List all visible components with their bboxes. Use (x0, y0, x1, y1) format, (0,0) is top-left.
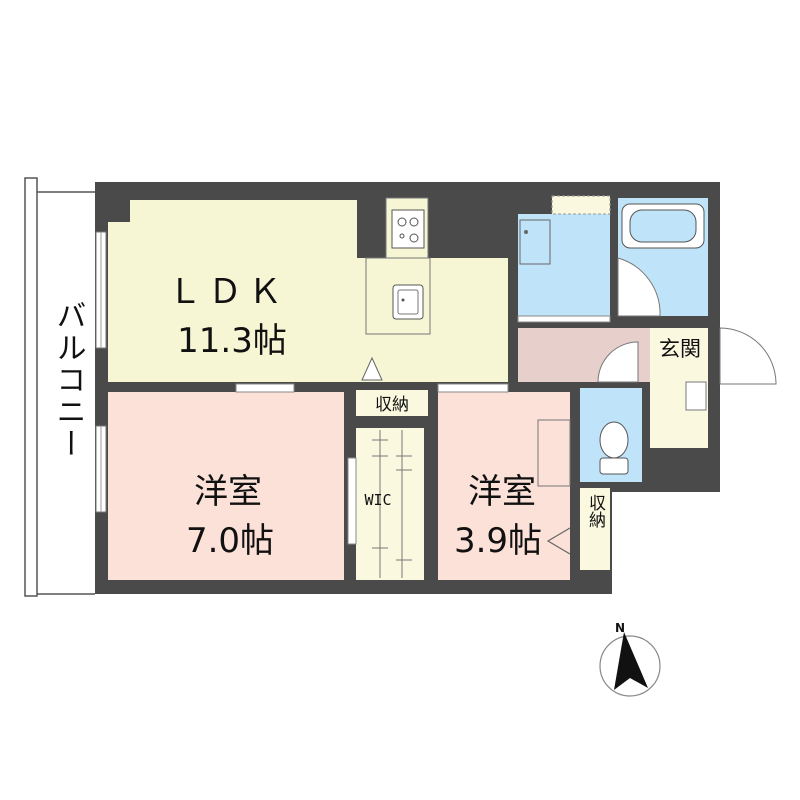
hallway (518, 328, 650, 383)
compass: N (599, 621, 661, 697)
entrance: 玄関 (650, 327, 777, 448)
western2-size: 3.9帖 (454, 521, 542, 561)
storage-1: 収納 (356, 390, 428, 416)
compass-label: N (615, 621, 625, 635)
sink-icon (392, 284, 424, 320)
western1-name: 洋室 (194, 472, 262, 512)
toilet-room (580, 388, 642, 482)
western2-name: 洋室 (468, 472, 536, 512)
wic: WIC (347, 428, 424, 580)
bathtub-icon (621, 203, 705, 249)
western-room-2: 洋室 3.9帖 (437, 383, 571, 580)
north-arrow-icon (614, 632, 648, 690)
balcony: バルコニー (24, 177, 95, 597)
balcony-label: バルコニー (51, 300, 86, 460)
storage-2: 収納 (580, 488, 610, 570)
west-windows (95, 231, 107, 513)
entrance-label: 玄関 (659, 337, 701, 361)
wic-label: WIC (364, 491, 391, 509)
storage1-label: 収納 (375, 395, 409, 415)
ldk-room: ＬＤＫ 11.3帖 (108, 197, 508, 382)
storage2-label: 収納 (585, 494, 606, 529)
ldk-size: 11.3帖 (177, 321, 287, 361)
ldk-name: ＬＤＫ (168, 272, 288, 312)
western1-size: 7.0帖 (186, 521, 274, 561)
bathroom (617, 198, 708, 317)
stove-icon (391, 209, 425, 249)
western-room-1: 洋室 7.0帖 (108, 383, 344, 580)
washroom (517, 195, 611, 323)
toilet-icon (599, 421, 629, 475)
